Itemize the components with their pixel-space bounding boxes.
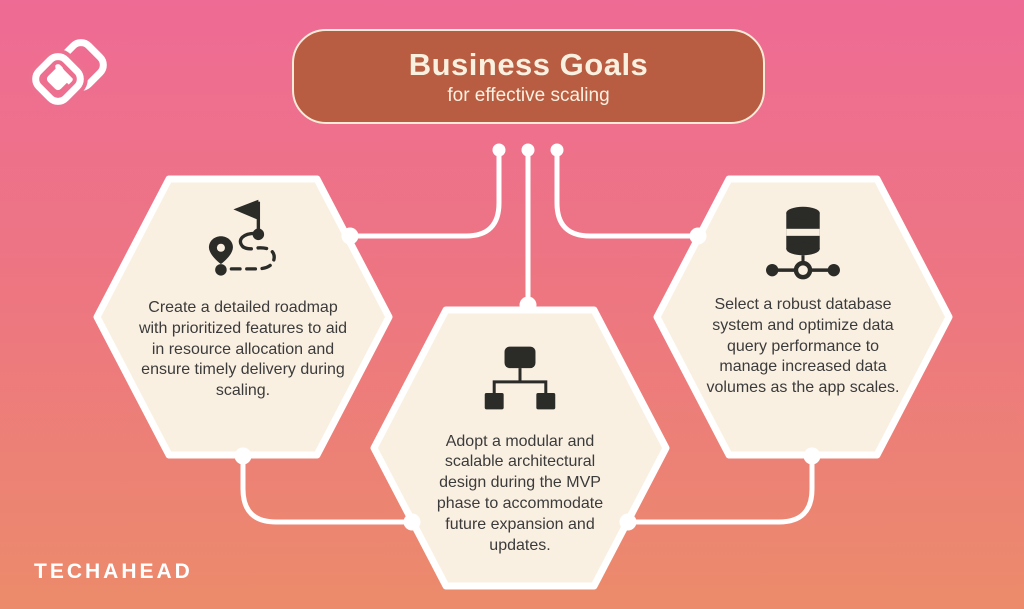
hexagon-architecture: Adopt a modular and scalable architectur… <box>370 305 670 591</box>
org-chart-icon <box>484 346 556 409</box>
connector-dot <box>550 143 564 157</box>
techahead-logo-icon <box>28 39 107 109</box>
hexagon-roadmap: Create a detailed roadmap with prioritiz… <box>93 174 393 460</box>
techahead-wordmark: TECHAHEAD <box>34 560 193 583</box>
page-subtitle: for effective scaling <box>447 84 610 106</box>
roadmap-flag-icon <box>208 199 276 276</box>
hexagon-text: Adopt a modular and scalable architectur… <box>436 432 604 554</box>
hexagon-shape <box>653 175 953 459</box>
hexagon-text: Create a detailed roadmap with prioritiz… <box>138 299 348 400</box>
hexagon-database: Select a robust database system and opti… <box>653 174 953 460</box>
database-network-icon <box>766 206 840 280</box>
hexagon-text: Select a robust database system and opti… <box>706 296 900 397</box>
title-banner: Business Goals for effective scaling <box>292 29 765 124</box>
connector-dot <box>521 143 535 157</box>
page-title: Business Goals <box>408 46 649 82</box>
hexagon-shape <box>370 306 670 590</box>
connector-dot <box>492 143 506 157</box>
